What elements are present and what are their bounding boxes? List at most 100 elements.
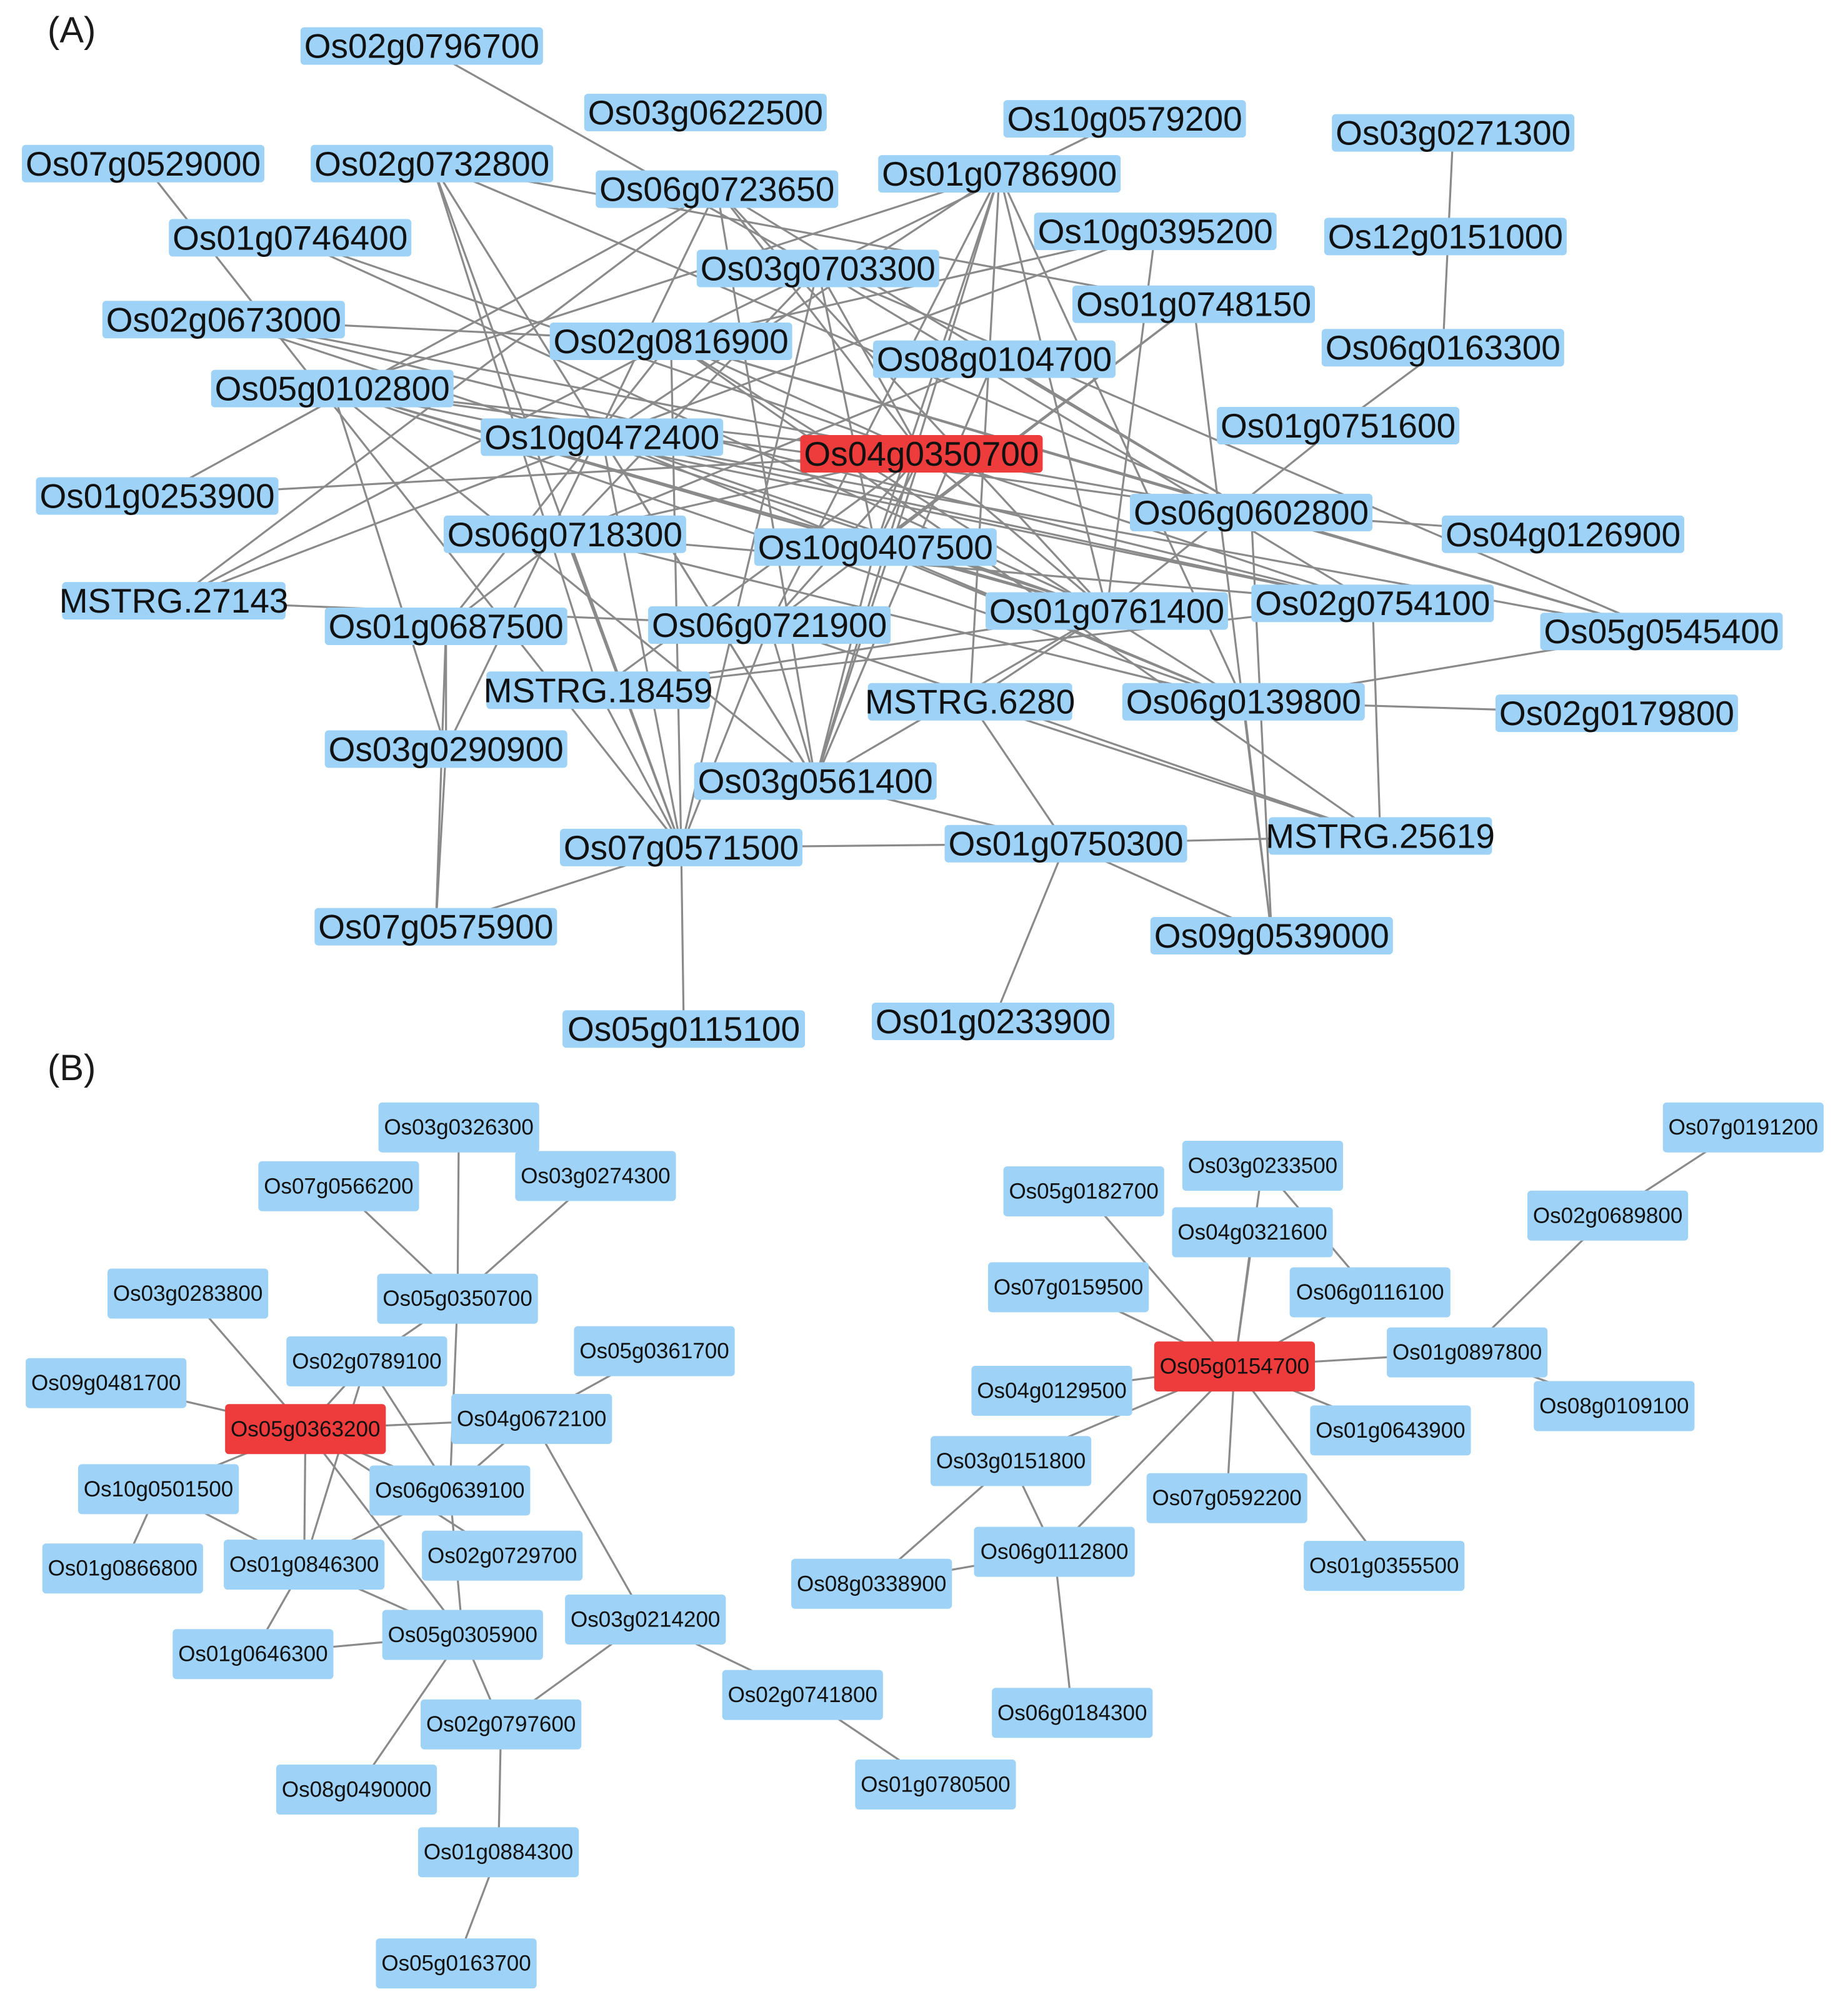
gene-node-os02g0754100[interactable]: Os02g0754100 <box>1251 584 1494 623</box>
gene-node-os02g0729700[interactable]: Os02g0729700 <box>422 1530 583 1581</box>
gene-node-os03g0561400[interactable]: Os03g0561400 <box>694 761 937 800</box>
gene-node-os04g0129500[interactable]: Os04g0129500 <box>971 1365 1132 1416</box>
gene-node-os05g0545400[interactable]: Os05g0545400 <box>1540 612 1783 651</box>
gene-node-os09g0539000[interactable]: Os09g0539000 <box>1150 916 1393 955</box>
gene-node-os07g0575900[interactable]: Os07g0575900 <box>314 908 557 946</box>
gene-node-os03g0214200[interactable]: Os03g0214200 <box>565 1595 726 1645</box>
gene-node-os01g0746400[interactable]: Os01g0746400 <box>169 218 412 257</box>
gene-node-os01g0748150[interactable]: Os01g0748150 <box>1072 285 1316 324</box>
node-label: Os03g0274300 <box>521 1164 670 1188</box>
gene-node-os06g0116100[interactable]: Os06g0116100 <box>1289 1267 1451 1318</box>
gene-node-mstrg-27143[interactable]: MSTRG.27143 <box>59 581 289 620</box>
gene-node-os06g0723650[interactable]: Os06g0723650 <box>596 170 839 209</box>
gene-node-os01g0253900[interactable]: Os01g0253900 <box>36 476 279 515</box>
edge-os06g0718300-os06g0139800 <box>564 533 1244 703</box>
gene-node-os07g0566200[interactable]: Os07g0566200 <box>258 1161 419 1211</box>
node-box <box>451 1393 612 1444</box>
hub-node-os05g0154700[interactable]: Os05g0154700 <box>1154 1341 1316 1392</box>
gene-node-os01g0780500[interactable]: Os01g0780500 <box>855 1759 1016 1810</box>
gene-node-os01g0846300[interactable]: Os01g0846300 <box>224 1540 385 1590</box>
node-box <box>800 434 1043 473</box>
node-label: Os05g0305900 <box>388 1623 537 1647</box>
gene-node-os02g0732800[interactable]: Os02g0732800 <box>311 144 554 183</box>
gene-node-mstrg-18459[interactable]: MSTRG.18459 <box>484 671 713 709</box>
gene-node-os05g0102800[interactable]: Os05g0102800 <box>211 369 454 408</box>
gene-node-os03g0622500[interactable]: Os03g0622500 <box>584 93 827 132</box>
gene-node-os03g0151800[interactable]: Os03g0151800 <box>930 1436 1092 1486</box>
gene-node-os01g0646300[interactable]: Os01g0646300 <box>172 1629 334 1680</box>
gene-node-os05g0163700[interactable]: Os05g0163700 <box>376 1938 537 1989</box>
gene-node-os03g0233500[interactable]: Os03g0233500 <box>1182 1141 1344 1191</box>
gene-node-os01g0643900[interactable]: Os01g0643900 <box>1310 1405 1471 1456</box>
gene-node-os05g0350700[interactable]: Os05g0350700 <box>377 1273 538 1324</box>
gene-node-os05g0115100[interactable]: Os05g0115100 <box>562 1010 806 1048</box>
gene-node-os01g0233900[interactable]: Os01g0233900 <box>871 1002 1114 1041</box>
gene-node-os02g0789100[interactable]: Os02g0789100 <box>286 1336 447 1386</box>
node-box <box>1332 114 1575 152</box>
gene-node-os01g0355500[interactable]: Os01g0355500 <box>1304 1541 1465 1591</box>
gene-node-os03g0703300[interactable]: Os03g0703300 <box>696 249 939 288</box>
gene-node-os01g0761400[interactable]: Os01g0761400 <box>985 592 1228 631</box>
gene-node-os03g0283800[interactable]: Os03g0283800 <box>107 1268 269 1319</box>
gene-node-os03g0290900[interactable]: Os03g0290900 <box>324 729 567 768</box>
gene-node-os09g0481700[interactable]: Os09g0481700 <box>26 1358 187 1408</box>
gene-node-os06g0602800[interactable]: Os06g0602800 <box>1130 493 1373 532</box>
gene-node-os04g0672100[interactable]: Os04g0672100 <box>451 1393 612 1444</box>
gene-node-os06g0639100[interactable]: Os06g0639100 <box>369 1465 531 1516</box>
gene-node-os02g0816900[interactable]: Os02g0816900 <box>549 322 792 361</box>
hub-node-os04g0350700[interactable]: Os04g0350700 <box>800 434 1043 473</box>
node-label: Os01g0884300 <box>424 1840 573 1865</box>
gene-node-os06g0718300[interactable]: Os06g0718300 <box>443 515 686 554</box>
gene-node-os02g0797600[interactable]: Os02g0797600 <box>421 1699 582 1750</box>
gene-node-os05g0182700[interactable]: Os05g0182700 <box>1003 1166 1164 1216</box>
gene-node-os07g0159500[interactable]: Os07g0159500 <box>988 1262 1149 1313</box>
gene-node-os08g0109100[interactable]: Os08g0109100 <box>1534 1381 1695 1431</box>
gene-node-os06g0163300[interactable]: Os06g0163300 <box>1321 328 1564 367</box>
gene-node-os01g0786900[interactable]: Os01g0786900 <box>878 154 1121 193</box>
gene-node-os02g0689800[interactable]: Os02g0689800 <box>1527 1190 1689 1241</box>
gene-node-os06g0139800[interactable]: Os06g0139800 <box>1122 683 1365 721</box>
gene-node-os10g0579200[interactable]: Os10g0579200 <box>1003 99 1246 138</box>
gene-node-os01g0866800[interactable]: Os01g0866800 <box>42 1543 203 1594</box>
gene-node-mstrg-6280[interactable]: MSTRG.6280 <box>865 683 1075 721</box>
gene-node-os03g0274300[interactable]: Os03g0274300 <box>515 1151 676 1201</box>
gene-node-os01g0687500[interactable]: Os01g0687500 <box>324 607 567 646</box>
gene-node-os02g0796700[interactable]: Os02g0796700 <box>300 27 543 66</box>
gene-node-os01g0750300[interactable]: Os01g0750300 <box>944 824 1187 863</box>
gene-node-os02g0741800[interactable]: Os02g0741800 <box>722 1670 883 1720</box>
gene-node-os08g0104700[interactable]: Os08g0104700 <box>873 340 1116 379</box>
gene-node-os01g0751600[interactable]: Os01g0751600 <box>1217 406 1460 445</box>
gene-node-os07g0571500[interactable]: Os07g0571500 <box>559 828 802 867</box>
gene-node-os07g0191200[interactable]: Os07g0191200 <box>1662 1102 1824 1153</box>
node-label: Os03g0151800 <box>936 1449 1086 1473</box>
node-label: Os05g0361700 <box>579 1339 729 1363</box>
node-box <box>1034 213 1277 251</box>
gene-node-os04g0126900[interactable]: Os04g0126900 <box>1442 515 1685 554</box>
gene-node-os10g0395200[interactable]: Os10g0395200 <box>1034 212 1277 251</box>
gene-node-os04g0321600[interactable]: Os04g0321600 <box>1172 1207 1333 1258</box>
hub-node-os05g0363200[interactable]: Os05g0363200 <box>225 1404 386 1455</box>
gene-node-os06g0184300[interactable]: Os06g0184300 <box>992 1688 1153 1738</box>
gene-node-os02g0179800[interactable]: Os02g0179800 <box>1495 694 1738 733</box>
gene-node-os07g0592200[interactable]: Os07g0592200 <box>1146 1473 1307 1523</box>
gene-node-os05g0305900[interactable]: Os05g0305900 <box>382 1610 543 1660</box>
gene-node-os05g0361700[interactable]: Os05g0361700 <box>574 1326 735 1376</box>
node-box <box>791 1558 952 1609</box>
node-box <box>258 1161 419 1211</box>
gene-node-os06g0112800[interactable]: Os06g0112800 <box>974 1526 1135 1577</box>
gene-node-mstrg-25619[interactable]: MSTRG.25619 <box>1266 816 1495 855</box>
gene-node-os01g0884300[interactable]: Os01g0884300 <box>417 1827 579 1878</box>
gene-node-os08g0490000[interactable]: Os08g0490000 <box>276 1765 437 1815</box>
gene-node-os10g0472400[interactable]: Os10g0472400 <box>481 418 724 456</box>
gene-node-os03g0271300[interactable]: Os03g0271300 <box>1332 114 1575 153</box>
gene-node-os10g0407500[interactable]: Os10g0407500 <box>754 528 997 566</box>
gene-node-os10g0501500[interactable]: Os10g0501500 <box>77 1464 239 1515</box>
edge-os06g0723650-os03g0290900 <box>445 188 718 750</box>
gene-node-os03g0326300[interactable]: Os03g0326300 <box>378 1102 539 1153</box>
gene-node-os07g0529000[interactable]: Os07g0529000 <box>22 144 265 183</box>
gene-node-os01g0897800[interactable]: Os01g0897800 <box>1387 1327 1548 1378</box>
gene-node-os02g0673000[interactable]: Os02g0673000 <box>102 300 345 339</box>
gene-node-os06g0721900[interactable]: Os06g0721900 <box>648 606 891 644</box>
gene-node-os08g0338900[interactable]: Os08g0338900 <box>791 1558 952 1609</box>
gene-node-os12g0151000[interactable]: Os12g0151000 <box>1324 217 1567 256</box>
